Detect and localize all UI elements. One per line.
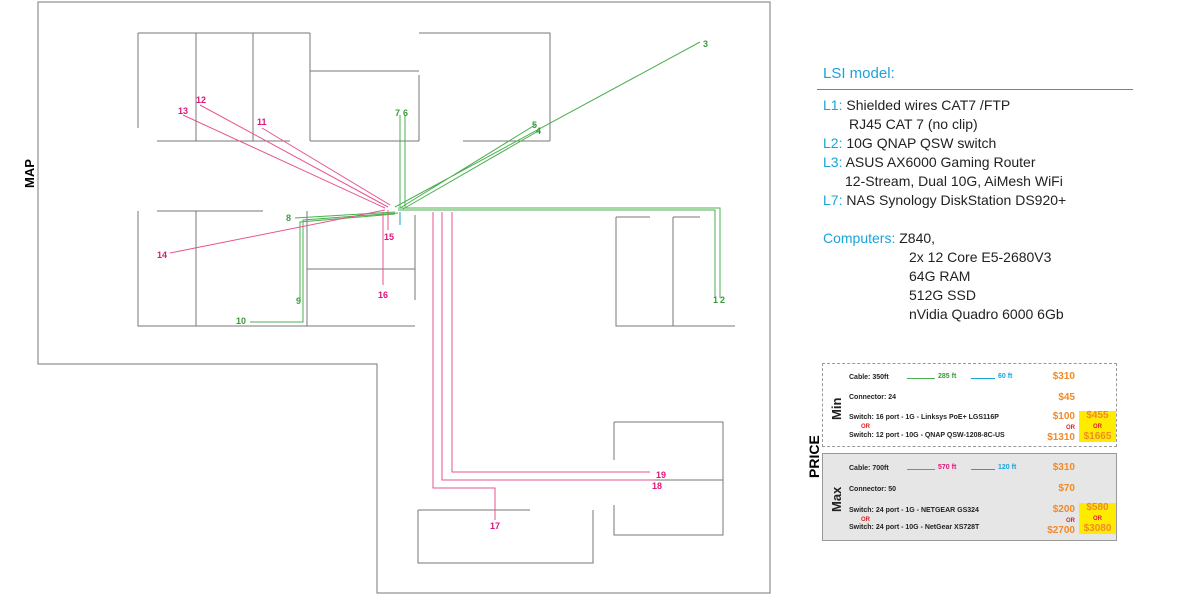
connector-label: Connector: 50 [849, 486, 897, 493]
price-title: PRICE [806, 435, 822, 478]
cable-label: Cable: 700ft [849, 465, 889, 472]
connector-label: Connector: 24 [849, 394, 897, 401]
pink-legend-line [907, 469, 935, 470]
blue-legend-line [971, 469, 995, 470]
pink-length: 570 ft [938, 464, 957, 471]
lsi-item: RJ45 CAT 7 (no clip) [849, 116, 978, 132]
blue-length: 120 ft [998, 464, 1017, 471]
cable-label-15: 15 [384, 232, 394, 242]
cable-label-8: 8 [286, 213, 291, 223]
computer-spec: nVidia Quadro 6000 6Gb [909, 306, 1064, 322]
lsi-key: L2: [823, 135, 843, 151]
cable-label-2: 2 [720, 295, 725, 305]
cable-label-4: 4 [536, 126, 541, 136]
switch-option: Switch: 24 port - 1G - NETGEAR GS324 [849, 507, 979, 514]
cable-label-7: 7 [395, 108, 400, 118]
switch-option: Switch: 24 port - 10G - NetGear XS728T [849, 524, 980, 531]
lsi-text: Shielded wires CAT7 /FTP [846, 97, 1011, 113]
computer-spec: 64G RAM [909, 268, 971, 284]
blue-legend-line [971, 378, 995, 379]
cable-label-3: 3 [703, 39, 708, 49]
lsi-key: L3: [823, 154, 843, 170]
connector-price: $70 [1058, 483, 1075, 494]
min-label: Min [829, 397, 844, 420]
pink-cables [169, 104, 655, 520]
cable-label-1: 1 [713, 295, 718, 305]
lsi-text: NAS Synology DiskStation DS920+ [846, 192, 1067, 208]
lsi-item: L3: ASUS AX6000 Gaming Router [823, 153, 1133, 172]
lsi-item: 12-Stream, Dual 10G, AiMesh WiFi [845, 173, 1063, 189]
lsi-key: L7: [823, 192, 843, 208]
lsi-key: L1: [823, 97, 843, 113]
switch-option: Switch: 12 port - 10G - QNAP QSW-1208-8C… [849, 432, 1005, 439]
lsi-item: L7: NAS Synology DiskStation DS920+ [823, 191, 1133, 210]
cable-label-11: 11 [257, 117, 267, 127]
or-label: OR [861, 424, 870, 430]
map-title: MAP [22, 159, 37, 188]
cable-price: $310 [1052, 371, 1075, 382]
green-length: 285 ft [938, 373, 957, 380]
lsi-title: LSI model: [823, 65, 895, 82]
cable-label-9: 9 [296, 296, 301, 306]
cable-label-10: 10 [236, 316, 246, 326]
lsi-item: L2: 10G QNAP QSW switch [823, 134, 1133, 153]
cable-label-5: 5 [532, 120, 537, 130]
connector-price: $45 [1058, 392, 1075, 403]
computer-spec: 2x 12 Core E5-2680V3 [909, 249, 1052, 265]
cable-price: $310 [1052, 462, 1075, 473]
cable-label-12: 12 [196, 95, 206, 105]
cable-label-6: 6 [403, 108, 408, 118]
cable-label: Cable: 350ft [849, 374, 889, 381]
green-legend-line [907, 378, 935, 379]
min-price-box: Min Cable: 350ft 285 ft 60 ft $310 Conne… [822, 363, 1117, 447]
switch-option: Switch: 16 port - 1G - Linksys PoE+ LGS1… [849, 414, 999, 421]
cable-label-19: 19 [656, 470, 666, 480]
cable-label-16: 16 [378, 290, 388, 300]
or-label: OR [861, 517, 870, 523]
cable-label-13: 13 [178, 106, 188, 116]
lsi-text: ASUS AX6000 Gaming Router [845, 154, 1036, 170]
green-cables [250, 41, 721, 323]
walls [37, 1, 771, 594]
max-label: Max [829, 486, 844, 512]
cable-label-18: 18 [652, 481, 662, 491]
computer-spec: Z840, [899, 230, 936, 246]
computer-spec: 512G SSD [909, 287, 976, 303]
computers-key: Computers: [823, 230, 896, 246]
blue-length: 60 ft [998, 373, 1013, 380]
max-price-box: Max Cable: 700ft 570 ft 120 ft $310 Conn… [822, 453, 1117, 541]
lsi-item: L1: Shielded wires CAT7 /FTP [823, 96, 1133, 115]
divider [817, 89, 1133, 90]
lsi-text: 10G QNAP QSW switch [846, 135, 997, 151]
cable-label-14: 14 [157, 250, 167, 260]
cable-label-17: 17 [490, 521, 500, 531]
